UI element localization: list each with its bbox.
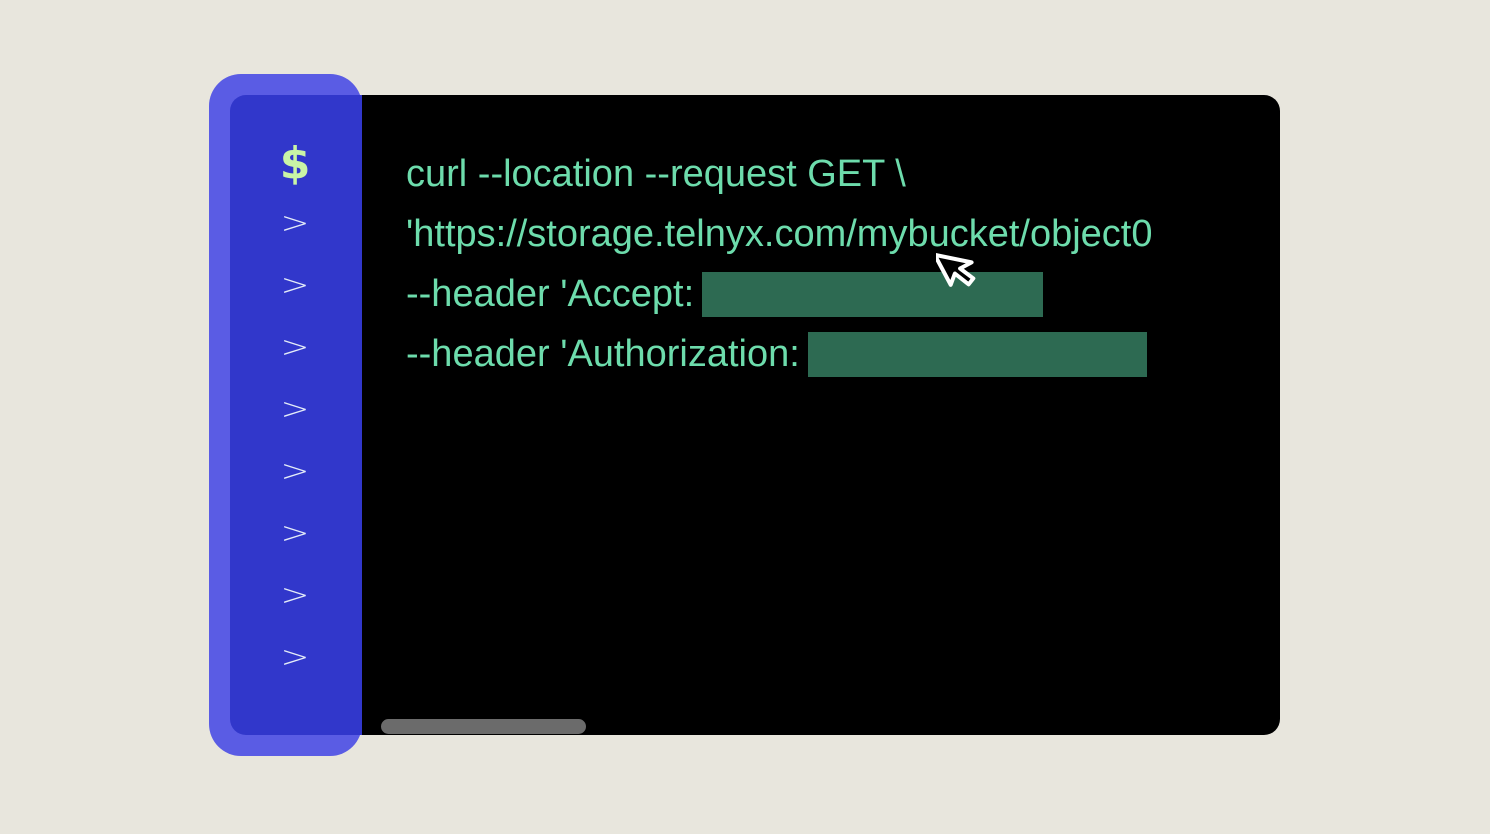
- accept-header-label: --header 'Accept:: [406, 273, 695, 315]
- continuation-prompt: >: [280, 206, 310, 241]
- authorization-header-label: --header 'Authorization:: [406, 333, 800, 375]
- url-text: 'https://storage.telnyx.com/mybucket/obj…: [406, 213, 1153, 255]
- continuation-prompt: >: [280, 268, 310, 303]
- continuation-prompt: >: [280, 392, 310, 427]
- command-line-3: --header 'Accept:: [406, 264, 1278, 324]
- continuation-prompt: >: [280, 454, 310, 489]
- command-line-4: --header 'Authorization:: [406, 324, 1278, 384]
- command-line-1: curl --location --request GET \: [406, 144, 1278, 204]
- continuation-prompt: >: [280, 330, 310, 365]
- terminal-window: [230, 95, 1280, 735]
- prompt-gutter: [230, 95, 362, 735]
- prompt-dollar: $: [279, 138, 311, 189]
- horizontal-scrollbar[interactable]: [381, 719, 586, 734]
- mouse-pointer-icon: [936, 252, 976, 287]
- command-line-2: 'https://storage.telnyx.com/mybucket/obj…: [406, 204, 1278, 264]
- command-line-text: curl --location --request GET \: [406, 153, 906, 195]
- redacted-authorization-value: [807, 331, 1147, 377]
- command-text[interactable]: curl --location --request GET \ 'https:/…: [406, 144, 1278, 384]
- continuation-prompt: >: [280, 516, 310, 551]
- continuation-prompt: >: [280, 578, 310, 613]
- redacted-accept-value: [702, 271, 1044, 317]
- continuation-prompt: >: [280, 640, 310, 675]
